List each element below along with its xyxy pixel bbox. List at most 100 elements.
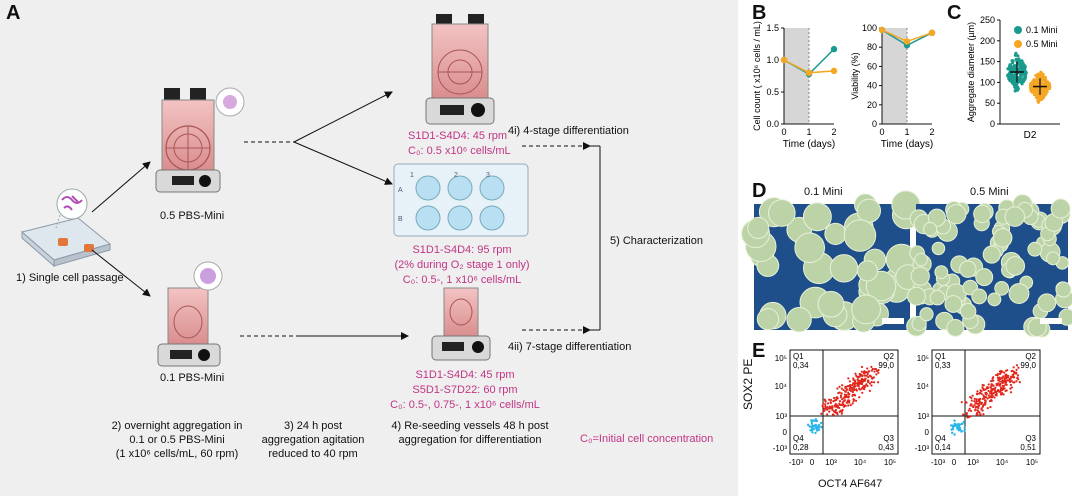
event-dot: [861, 391, 864, 394]
event-dot-negative: [810, 419, 813, 422]
event-dot: [973, 400, 976, 403]
event-dot: [996, 374, 999, 377]
y-tick-label: 100: [862, 23, 877, 33]
bot-line-2: S5D1-S7D22: 60 rpm: [412, 384, 518, 396]
scatter-point: [1035, 87, 1039, 91]
event-dot: [999, 377, 1002, 381]
event-dot-negative: [820, 425, 823, 429]
step4-line1: 4) Re-seeding vessels 48 h post: [391, 420, 549, 432]
event-dot: [1005, 389, 1008, 392]
event-dot: [855, 399, 858, 402]
q2-label: Q2: [883, 352, 894, 361]
q4-value: 0,28: [793, 443, 809, 452]
event-dot: [975, 400, 978, 403]
event-dot: [838, 400, 842, 403]
scatter-point: [1016, 80, 1021, 84]
scatter-point: [1036, 95, 1040, 99]
event-dot: [1015, 364, 1019, 367]
data-point: [805, 69, 813, 77]
event-dot: [977, 404, 981, 407]
scatter-point: [1047, 81, 1051, 85]
plate-line-1: S1D1-S4D4: 95 rpm: [412, 244, 512, 256]
event-dot: [978, 411, 981, 414]
y-tick-label: -10³: [915, 444, 930, 453]
step4-line2: aggregation for differentiation: [398, 434, 542, 446]
shaded-region: [882, 28, 907, 124]
event-dot: [982, 384, 985, 387]
event-dot: [853, 384, 856, 387]
event-dot: [1010, 379, 1013, 382]
event-dot: [836, 412, 839, 416]
q4-label: Q4: [793, 434, 804, 443]
event-dot: [1013, 371, 1016, 374]
event-dot: [871, 367, 874, 371]
aggregate: [944, 295, 963, 313]
event-dot-negative: [814, 418, 818, 421]
aggregate: [1008, 283, 1030, 304]
event-dot: [980, 390, 983, 393]
event-dot-negative: [817, 426, 821, 429]
event-dot: [985, 387, 988, 390]
event-dot: [867, 376, 870, 379]
aggregate: [767, 199, 796, 227]
event-dot: [822, 402, 825, 405]
event-dot: [856, 378, 859, 381]
y-tick-label: 0: [872, 119, 877, 129]
event-dot: [982, 413, 985, 416]
aggregate: [851, 294, 881, 325]
event-dot: [1016, 376, 1019, 380]
event-dot: [858, 396, 861, 399]
event-dot: [820, 412, 823, 415]
event-dot: [852, 382, 855, 385]
panel-label-a: A: [6, 2, 21, 24]
event-dot: [990, 392, 993, 396]
event-dot: [875, 369, 879, 372]
event-dot: [1008, 378, 1011, 381]
event-dot: [1002, 393, 1005, 396]
scatter-point: [1040, 92, 1045, 96]
micrographs: [741, 190, 1072, 338]
event-dot: [828, 398, 831, 401]
event-dot: [1012, 373, 1015, 377]
vessel-top-icon: [425, 14, 495, 125]
event-dot: [999, 388, 1002, 391]
event-dot: [988, 399, 992, 403]
event-dot-negative: [810, 422, 814, 425]
scatter-point: [1006, 74, 1010, 78]
event-dot-negative: [953, 424, 957, 428]
aggregate: [843, 219, 877, 252]
aggregate: [1055, 281, 1072, 298]
scale-bar: [1040, 318, 1062, 324]
event-dot: [851, 402, 854, 405]
aggregate: [1005, 256, 1026, 276]
q1-label: Q1: [935, 352, 946, 361]
event-dot: [838, 403, 841, 406]
event-dot-negative: [951, 431, 954, 435]
data-point: [878, 26, 886, 34]
event-dot: [997, 390, 1001, 393]
event-dot: [989, 396, 993, 399]
y-tick-label: 0.0: [766, 119, 779, 129]
event-dot: [842, 405, 846, 408]
aggregate: [987, 292, 1002, 307]
event-dot: [969, 415, 973, 418]
scatter-point: [1019, 73, 1023, 77]
event-dot: [851, 390, 854, 394]
event-dot: [848, 380, 851, 383]
plate-line-3: C₀: 0.5-, 1 x10⁶ cells/mL: [402, 274, 522, 286]
scatter-point: [1029, 87, 1033, 92]
event-dot: [1013, 376, 1016, 379]
step3-line1: 3) 24 h post: [283, 420, 343, 432]
event-dot: [863, 378, 867, 381]
event-dot: [836, 387, 839, 390]
q4-value: 0,14: [935, 443, 951, 452]
aggregate: [914, 252, 928, 267]
event-dot: [832, 396, 836, 400]
event-dot: [1009, 387, 1012, 390]
scatter-point: [1032, 92, 1037, 97]
aggregate: [747, 216, 770, 239]
q1-value: 0,33: [935, 361, 951, 370]
event-dot-negative: [949, 424, 953, 427]
y-tick-label: 0: [925, 428, 930, 437]
scatter-point: [1041, 72, 1045, 77]
